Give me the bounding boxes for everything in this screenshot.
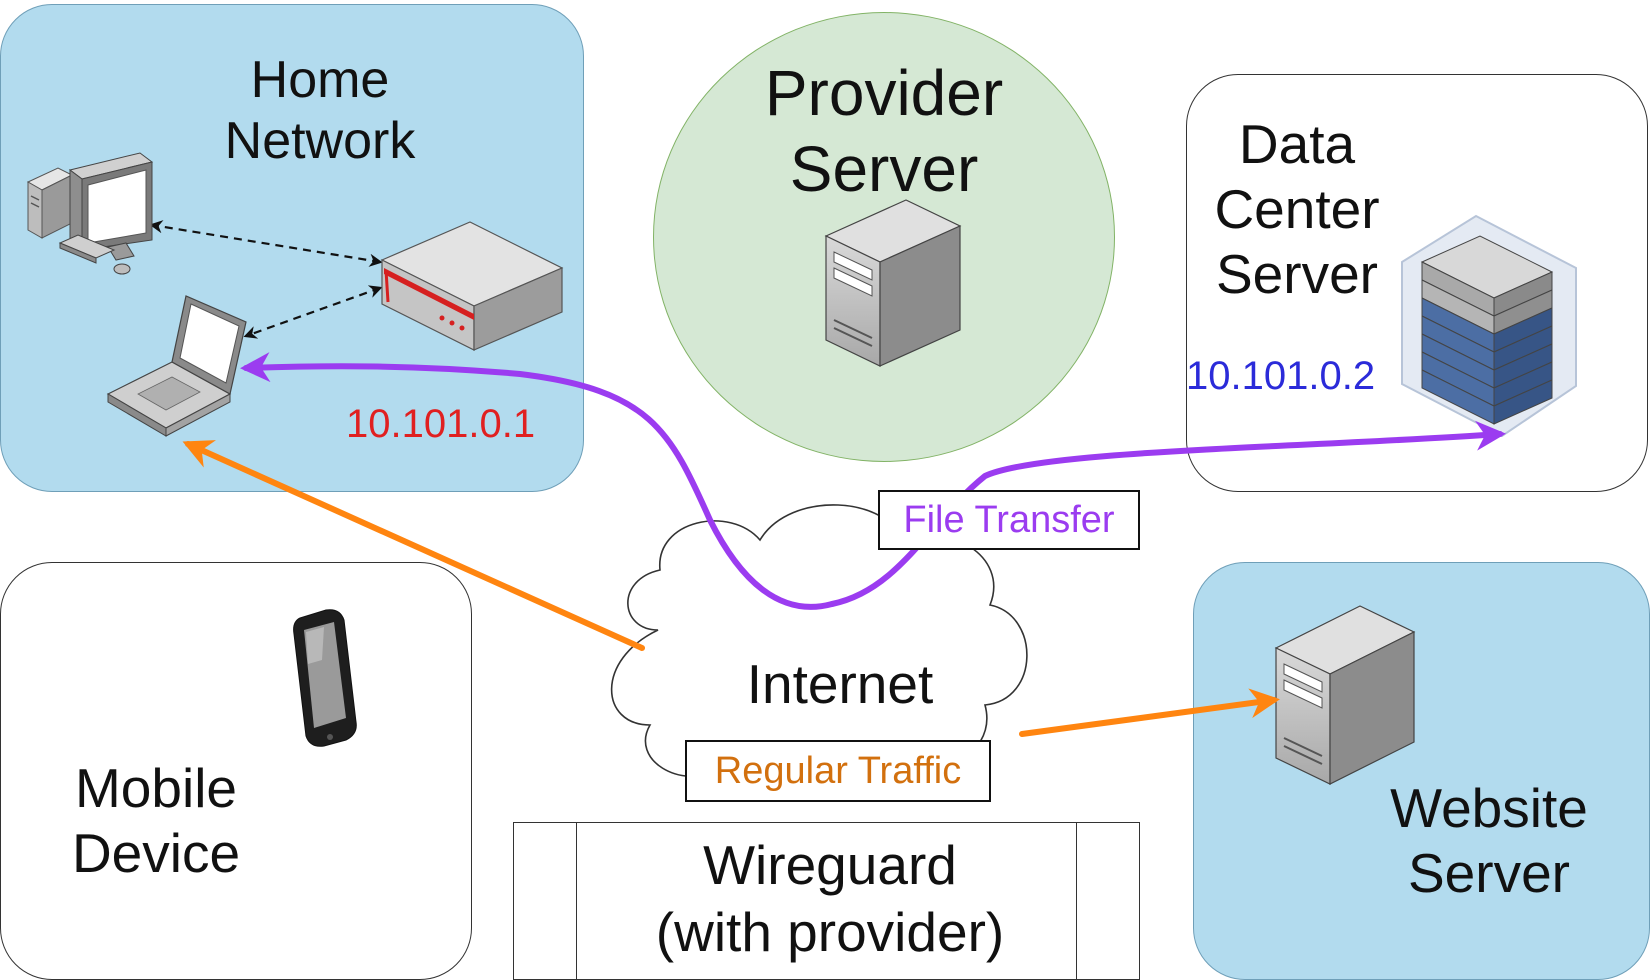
home-network-label: Home Network (224, 51, 416, 171)
home-ip-address: 10.101.0.1 (346, 402, 536, 446)
website-server-label: Website Server (1390, 777, 1588, 904)
regular-traffic-arrow-to-website (1019, 688, 1280, 737)
dashed-link-router-laptop (243, 285, 383, 339)
dashed-link-router-desktop (149, 220, 383, 267)
regular-traffic-tag: Regular Traffic (685, 740, 991, 802)
wireguard-box (513, 822, 1140, 980)
internet-label: Internet (746, 653, 934, 715)
desktop-computer-icon (26, 152, 154, 275)
data-center-server-label: Data Center Server (1214, 113, 1380, 305)
wireguard-box-left-bar (576, 823, 577, 979)
router-icon (380, 221, 564, 351)
website-server-icon (1274, 605, 1416, 785)
provider-server-label: Provider Server (764, 57, 1004, 205)
file-transfer-arrow-to-datacenter (829, 420, 1506, 607)
file-transfer-tag: File Transfer (878, 490, 1140, 550)
smartphone-icon (293, 609, 357, 747)
wireguard-box-right-bar (1076, 823, 1077, 979)
provider-server-icon (824, 199, 962, 367)
rack-server-icon (1401, 214, 1577, 438)
mobile-device-label: Mobile Device (71, 757, 241, 884)
laptop-icon (106, 295, 247, 437)
wireguard-label: Wireguard (with provider) (655, 834, 1005, 964)
datacenter-ip-address: 10.101.0.2 (1186, 354, 1376, 398)
regular-traffic-arrow-to-laptop (182, 440, 645, 651)
website-server-region (1193, 562, 1650, 980)
mobile-device-region (0, 562, 472, 980)
file-transfer-arrow-to-laptop (240, 352, 835, 610)
